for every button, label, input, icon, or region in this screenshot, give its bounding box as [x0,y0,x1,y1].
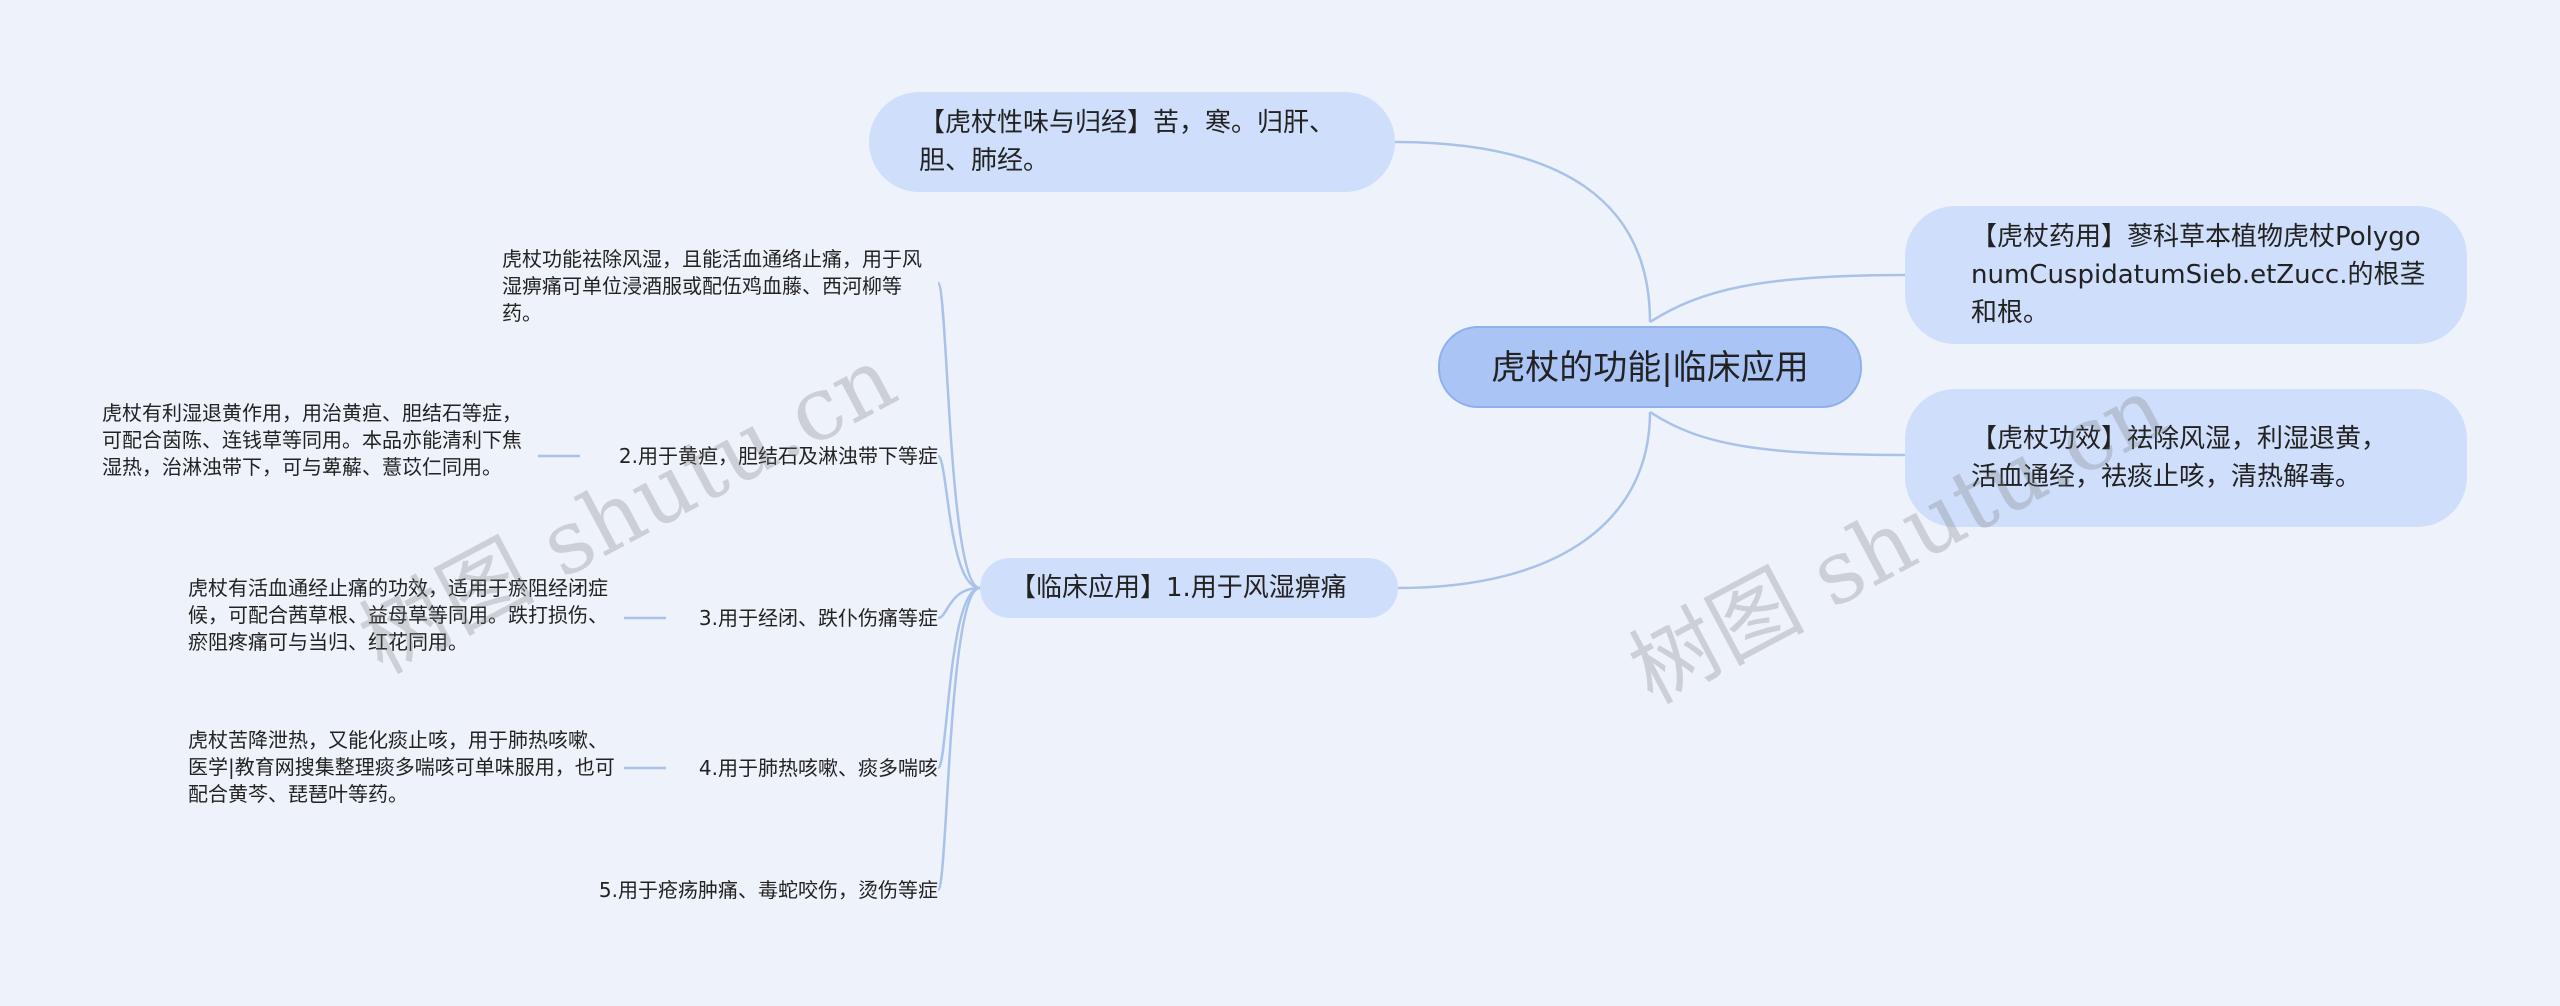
branch-taste-label: 【虎杖性味与归经】苦，寒。归肝、胆、肺经。 [919,108,1336,176]
branch-clinical-label: 【临床应用】1.用于风湿痹痛 [1010,573,1347,603]
link-root-taste [1394,140,1652,323]
branch-efficacy-label: 【虎杖功效】祛除风湿，利湿退黄，活血通经，祛痰止咳，清热解毒。 [1971,424,2388,492]
link-root-efficacy [1649,410,1906,457]
root-node[interactable]: 虎杖的功能|临床应用 [1438,326,1862,408]
link-clinical-3 [937,586,981,620]
branch-taste-meridian[interactable]: 【虎杖性味与归经】苦，寒。归肝、胆、肺经。 [869,92,1395,192]
branch-clinical-use[interactable]: 【临床应用】1.用于风湿痹痛 [980,558,1398,618]
clinical-item-5[interactable]: 5.用于疮疡肿痛、毒蛇咬伤，烫伤等症 [598,878,938,902]
link-clinical-1 [936,281,981,590]
clinical-item-2[interactable]: 2.用于黄疸，胆结石及淋浊带下等症 [618,444,938,468]
clinical-note-3: 虎杖有活血通经止痛的功效，适用于瘀阻经闭症候，可配合茜草根、益母草等同用。跌打损… [188,576,608,654]
clinical-note-4: 虎杖苦降泄热，又能化痰止咳，用于肺热咳嗽、医学|教育网搜集整理痰多喘咳可单味服用… [188,728,615,806]
branch-efficacy[interactable]: 【虎杖功效】祛除风湿，利湿退黄，活血通经，祛痰止咳，清热解毒。 [1905,389,2467,527]
branch-medicinal-label: 【虎杖药用】蓼科草本植物虎杖PolygonumCuspidatumSieb.et… [1971,222,2426,328]
clinical-item-1[interactable]: 虎杖功能祛除风湿，且能活血通络止痛，用于风湿痹痛可单位浸酒服或配伍鸡血藤、西河柳… [502,247,922,325]
link-root-clinical [1397,411,1652,590]
link-clinical-2 [936,454,981,590]
link-root-medicinal [1649,273,1906,324]
link-clinical-4 [936,586,981,770]
branch-medicinal-part[interactable]: 【虎杖药用】蓼科草本植物虎杖PolygonumCuspidatumSieb.et… [1905,206,2467,344]
clinical-item-3[interactable]: 3.用于经闭、跌仆伤痛等症 [698,606,938,630]
clinical-item-4[interactable]: 4.用于肺热咳嗽、痰多喘咳 [698,756,938,780]
link-clinical-5 [936,586,981,892]
clinical-note-2: 虎杖有利湿退黄作用，用治黄疸、胆结石等症，可配合茵陈、连钱草等同用。本品亦能清利… [102,401,522,479]
